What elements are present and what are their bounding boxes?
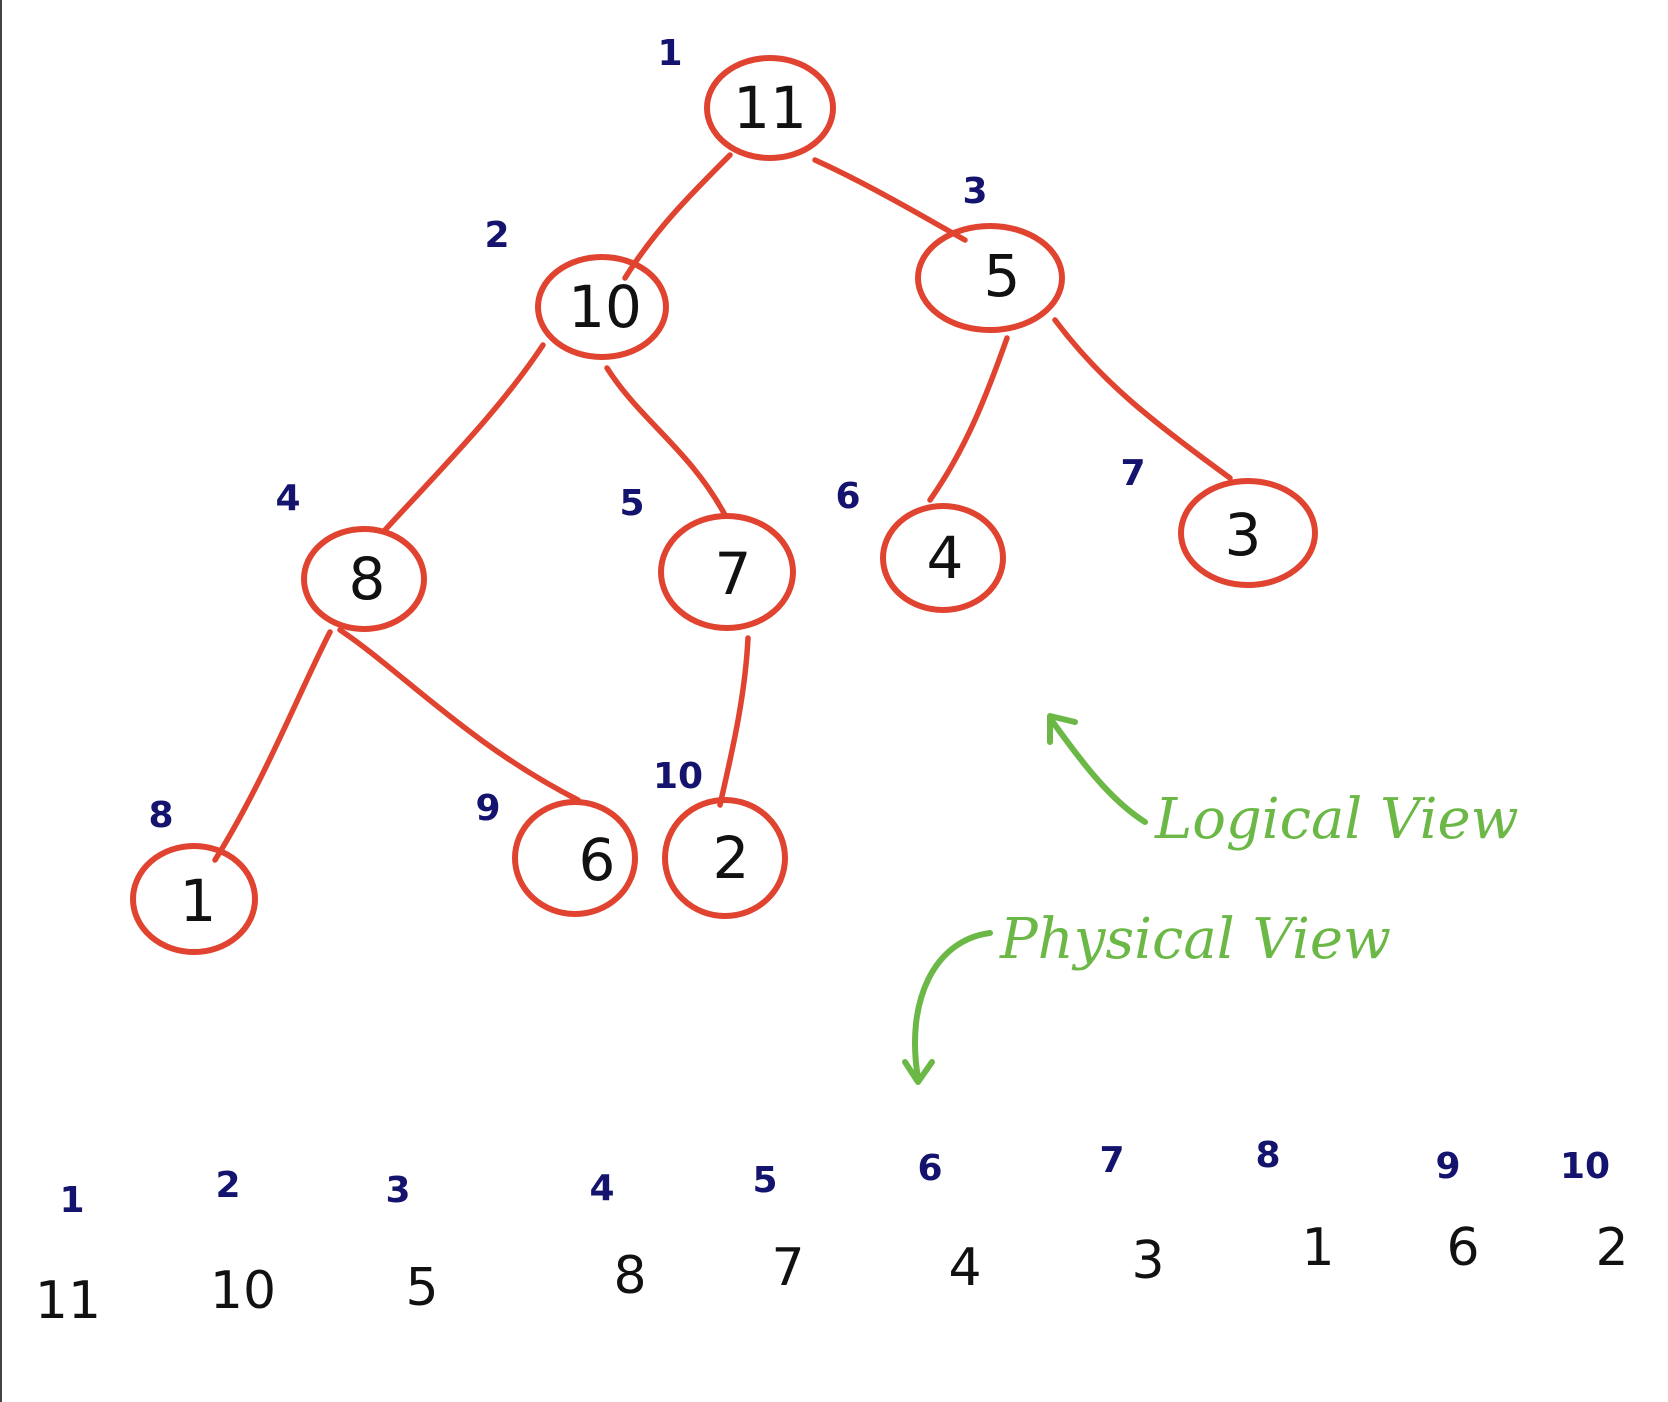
logical-view-arrow — [1047, 715, 1148, 825]
array-values: 11 10 5 8 7 4 3 1 6 2 — [35, 1218, 1629, 1331]
tree-node: 4 6 — [835, 476, 1006, 613]
edge-10-8 — [382, 342, 546, 533]
tree-node: 2 10 — [653, 756, 788, 919]
tree-node: 1 8 — [130, 795, 258, 955]
array-index: 10 — [1560, 1146, 1610, 1187]
node-circle — [662, 797, 788, 919]
physical-view-annotation: Physical View — [902, 907, 1391, 1085]
node-index: 10 — [653, 756, 703, 797]
node-circle — [704, 55, 836, 161]
edge-11-5 — [812, 157, 968, 243]
node-index: 6 — [835, 476, 860, 517]
edge-8-1 — [212, 629, 333, 863]
node-index: 9 — [475, 788, 500, 829]
node-circle — [301, 526, 427, 632]
array-value: 8 — [613, 1246, 646, 1306]
node-circle — [880, 503, 1006, 613]
array-value: 2 — [1595, 1218, 1628, 1278]
node-value: 2 — [713, 824, 750, 892]
node-value: 7 — [715, 540, 752, 608]
node-value: 11 — [733, 74, 807, 142]
node-index: 5 — [619, 483, 644, 524]
node-circle — [535, 254, 669, 360]
tree-node: 6 9 — [475, 788, 638, 917]
tree-nodes: 11 1 10 2 5 3 8 4 7 5 4 6 — [130, 33, 1318, 955]
array-index: 3 — [385, 1170, 410, 1211]
node-circle — [130, 843, 258, 955]
tree-node: 5 3 — [915, 171, 1065, 333]
array-index: 7 — [1099, 1140, 1124, 1181]
array-index: 6 — [917, 1148, 942, 1189]
node-index: 4 — [275, 478, 300, 519]
physical-view-label: Physical View — [999, 907, 1391, 972]
edge-5-4 — [927, 335, 1010, 503]
node-value: 3 — [1225, 501, 1262, 569]
node-circle — [915, 223, 1065, 333]
node-value: 10 — [568, 273, 642, 341]
logical-view-label: Logical View — [1154, 787, 1519, 852]
node-circle — [512, 799, 638, 917]
array-value: 5 — [405, 1258, 438, 1318]
array-index: 9 — [1435, 1146, 1460, 1187]
array-index: 2 — [215, 1165, 240, 1206]
array-index: 4 — [589, 1168, 614, 1209]
node-index: 3 — [962, 171, 987, 212]
node-value: 5 — [984, 242, 1021, 310]
node-value: 4 — [927, 524, 964, 592]
edge-11-10 — [622, 152, 733, 281]
array-value: 3 — [1131, 1231, 1164, 1291]
tree-node: 7 5 — [619, 483, 796, 631]
node-index: 1 — [657, 33, 682, 74]
node-value: 1 — [180, 867, 217, 935]
physical-view-arrow — [912, 930, 993, 1081]
array-value: 6 — [1446, 1218, 1479, 1278]
array-value: 10 — [210, 1261, 276, 1321]
array-value: 11 — [35, 1271, 101, 1331]
array-value: 7 — [771, 1238, 804, 1298]
node-index: 2 — [484, 215, 509, 256]
array-index: 8 — [1255, 1135, 1280, 1176]
tree-node: 11 1 — [657, 33, 836, 161]
array-value: 4 — [948, 1238, 981, 1298]
edge-5-3 — [1052, 317, 1233, 481]
node-value: 8 — [349, 545, 386, 613]
logical-view-annotation: Logical View — [1047, 713, 1519, 852]
tree-node: 3 7 — [1120, 453, 1318, 588]
edge-7-2 — [717, 635, 751, 808]
array-value: 1 — [1301, 1218, 1334, 1278]
edge-10-7 — [604, 365, 728, 518]
array-index: 1 — [59, 1180, 84, 1221]
array-indices: 1 2 3 4 5 6 7 8 9 10 — [59, 1135, 1610, 1221]
node-index: 7 — [1120, 453, 1145, 494]
tree-node: 8 4 — [275, 478, 427, 632]
physical-view-arrowhead — [902, 1059, 935, 1085]
array-index: 5 — [752, 1160, 777, 1201]
node-circle — [658, 513, 796, 631]
edge-8-6 — [337, 627, 581, 803]
node-circle — [1178, 478, 1318, 588]
node-value: 6 — [579, 826, 616, 894]
node-index: 8 — [148, 795, 173, 836]
logical-view-arrowhead — [1047, 713, 1078, 745]
tree-node: 10 2 — [484, 215, 669, 360]
tree-edges — [212, 152, 1233, 863]
